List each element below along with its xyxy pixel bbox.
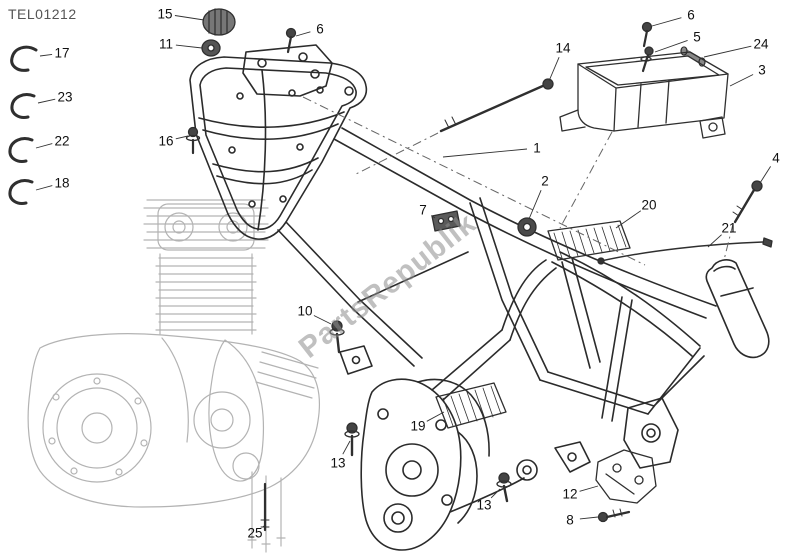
- clip-part: [10, 45, 38, 72]
- bolt-part: [187, 126, 199, 138]
- leader-line-1: [442, 148, 528, 158]
- frame-drawing: [189, 44, 770, 551]
- leader-line-12: [579, 485, 599, 492]
- leader-line-20: [615, 210, 642, 229]
- leader-line-5: [654, 39, 688, 53]
- long-bolt-part: [439, 83, 547, 133]
- clip-part: [10, 93, 36, 119]
- leader-line-21: [707, 234, 722, 248]
- clip-part: [8, 179, 34, 205]
- leader-line-16: [175, 135, 189, 140]
- bolt-part: [751, 180, 763, 192]
- leader-line-6: [295, 31, 311, 37]
- leader-line-15: [174, 15, 205, 21]
- rubber-pad-part: [547, 220, 631, 261]
- callout-leader-lines: [35, 15, 771, 528]
- leader-line-10: [313, 315, 332, 325]
- leader-line-7: [431, 215, 436, 219]
- leader-line-14: [548, 57, 560, 82]
- leader-line-18: [35, 185, 53, 191]
- bolt-part: [644, 46, 654, 56]
- bolt-part: [346, 422, 358, 434]
- cable-part: [600, 241, 765, 262]
- leader-line-24: [703, 45, 752, 58]
- leader-line-4: [759, 166, 771, 184]
- leader-line-13: [342, 440, 351, 455]
- leader-line-2: [528, 190, 542, 220]
- leader-line-17: [39, 53, 53, 57]
- assembly-axis-lines: [302, 96, 734, 266]
- bracket-part: [595, 449, 657, 504]
- leader-line-3: [729, 74, 754, 87]
- leader-line-11: [175, 44, 203, 49]
- loose-parts-drawing: [8, 8, 773, 532]
- leader-line-8: [579, 516, 599, 520]
- leader-line-6: [651, 17, 682, 27]
- clip-part: [8, 137, 34, 163]
- document-code: TEL01212: [8, 6, 77, 22]
- rubber-pad-part: [435, 382, 507, 429]
- engine-drawing: [27, 199, 321, 553]
- leader-line-19: [426, 411, 445, 422]
- battery-tray-part: [559, 51, 729, 139]
- plate-part: [431, 210, 461, 232]
- bolt-part: [331, 320, 343, 332]
- leader-line-13: [490, 488, 501, 499]
- leader-line-22: [35, 143, 53, 149]
- rubber-cap-part: [202, 8, 236, 36]
- bolt-part: [498, 472, 510, 484]
- leader-line-25: [262, 525, 265, 528]
- leader-line-23: [37, 98, 56, 104]
